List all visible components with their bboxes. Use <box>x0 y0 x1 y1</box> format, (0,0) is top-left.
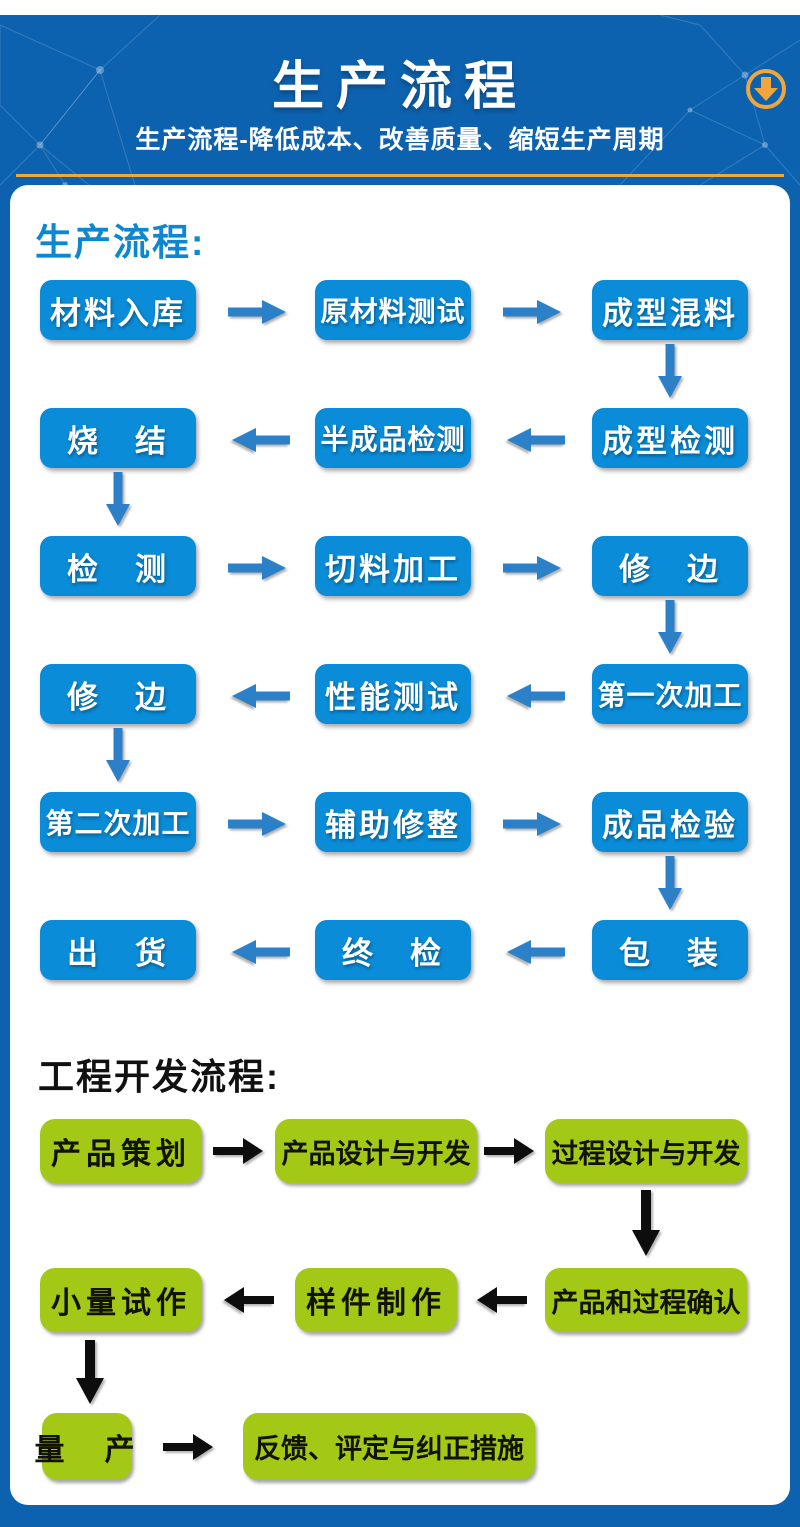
flow-step-box: 出 货 <box>40 920 196 980</box>
arrow-right-icon <box>503 809 565 839</box>
flow-step-box: 半成品检测 <box>315 408 471 468</box>
flow-step-box: 成型混料 <box>592 280 748 340</box>
flow-step-box: 产品设计与开发 <box>275 1119 477 1183</box>
arrow-down-icon <box>631 1190 661 1258</box>
flow-step-box: 终 检 <box>315 920 471 980</box>
arrow-left-icon <box>228 425 290 455</box>
flow-step-box: 包 装 <box>592 920 748 980</box>
flow-step-box: 修 边 <box>40 664 196 724</box>
flow-step-box: 小量试作 <box>40 1268 202 1332</box>
arrow-right-icon <box>228 809 290 839</box>
arrow-right-icon <box>503 297 565 327</box>
flow-step-box: 样件制作 <box>295 1268 457 1332</box>
arrow-left-icon <box>228 681 290 711</box>
flow-step-box: 第一次加工 <box>592 664 748 724</box>
flow-step-box: 切料加工 <box>315 536 471 596</box>
flow-step-box: 产品策划 <box>40 1119 202 1183</box>
flow-step-box: 产品和过程确认 <box>545 1268 747 1332</box>
flow-step-box: 第二次加工 <box>40 792 196 852</box>
flow-step-box: 性能测试 <box>315 664 471 724</box>
flow-step-box: 成型检测 <box>592 408 748 468</box>
arrow-left-icon <box>228 937 290 967</box>
header-banner: 生产流程 生产流程-降低成本、改善质量、缩短生产周期 <box>0 15 800 185</box>
arrow-left-icon <box>475 1285 527 1315</box>
top-white-strip <box>0 0 800 15</box>
gold-divider-line <box>16 174 784 177</box>
flow-step-box: 量 产 <box>35 1413 135 1480</box>
footer-bar <box>0 1505 800 1527</box>
arrow-right-icon <box>503 553 565 583</box>
arrow-right-icon <box>484 1136 536 1166</box>
engineering-flow-heading: 工程开发流程: <box>38 1056 280 1097</box>
arrow-right-icon <box>228 297 290 327</box>
arrow-right-icon <box>213 1136 265 1166</box>
arrow-down-icon <box>657 600 683 656</box>
flow-step-box: 材料入库 <box>40 280 196 340</box>
arrow-down-icon <box>657 344 683 400</box>
page-title: 生产流程 <box>271 58 528 116</box>
flow-step-box: 修 边 <box>592 536 748 596</box>
arrow-left-icon <box>222 1285 274 1315</box>
production-flow-heading: 生产流程: <box>35 222 206 263</box>
arrow-left-icon <box>503 425 565 455</box>
flow-step-box: 辅助修整 <box>315 792 471 852</box>
flow-step-box: 成品检验 <box>592 792 748 852</box>
page-subtitle: 生产流程-降低成本、改善质量、缩短生产周期 <box>135 126 665 154</box>
flow-step-box: 检 测 <box>40 536 196 596</box>
arrow-right-icon <box>163 1432 215 1462</box>
flow-step-box: 反馈、评定与纠正措施 <box>243 1413 535 1480</box>
arrow-down-icon <box>75 1340 105 1406</box>
arrow-down-icon <box>105 728 131 784</box>
arrow-down-icon <box>657 856 683 912</box>
download-icon[interactable] <box>745 68 787 110</box>
arrow-right-icon <box>228 553 290 583</box>
arrow-left-icon <box>503 681 565 711</box>
flow-step-box: 原材料测试 <box>315 280 471 340</box>
flow-step-box: 烧 结 <box>40 408 196 468</box>
arrow-down-icon <box>105 472 131 528</box>
flow-step-box: 过程设计与开发 <box>545 1119 747 1183</box>
arrow-left-icon <box>503 937 565 967</box>
